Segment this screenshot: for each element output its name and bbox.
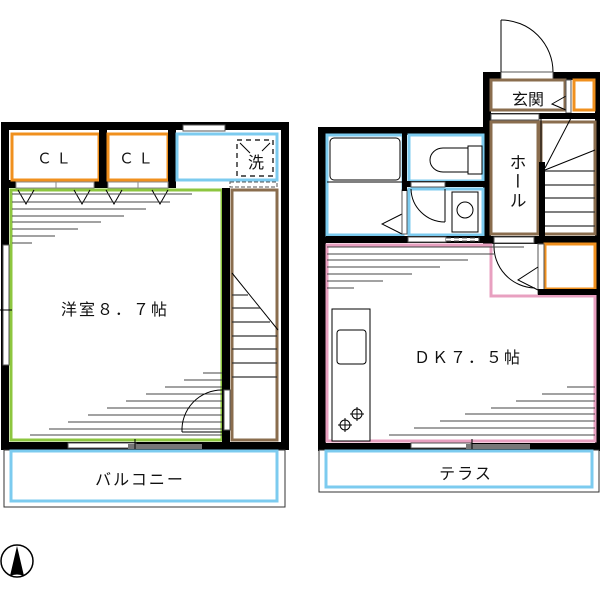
- entrance: [489, 78, 567, 112]
- entrance-label: 玄関: [511, 90, 545, 109]
- balcony-label: バルコニー: [95, 470, 185, 489]
- right-unit: [318, 19, 600, 493]
- balcony: [3, 449, 286, 508]
- washer-label: 洗: [247, 153, 265, 172]
- stove: [338, 407, 364, 432]
- stairs-right: [539, 120, 597, 236]
- dining-kitchen: [325, 243, 597, 443]
- closet-2-label: ＣＬ: [118, 149, 158, 168]
- kitchen-counter: [331, 308, 371, 442]
- western-room-label: 洋室８．７帖: [60, 300, 170, 319]
- sink: [336, 329, 367, 365]
- washroom: [175, 132, 279, 182]
- dk-label: ＤＫ７．５帖: [413, 348, 523, 367]
- terrace-label: テラス: [439, 464, 493, 483]
- shoe-closet: [572, 78, 596, 112]
- stairs-left: [230, 188, 279, 442]
- hall-label: ホール: [505, 153, 526, 211]
- hall: [489, 120, 540, 236]
- storage-closet: [543, 242, 597, 291]
- closet-1-label: ＣＬ: [36, 149, 76, 168]
- compass-north-icon: [0, 544, 34, 578]
- left-unit: [0, 122, 289, 508]
